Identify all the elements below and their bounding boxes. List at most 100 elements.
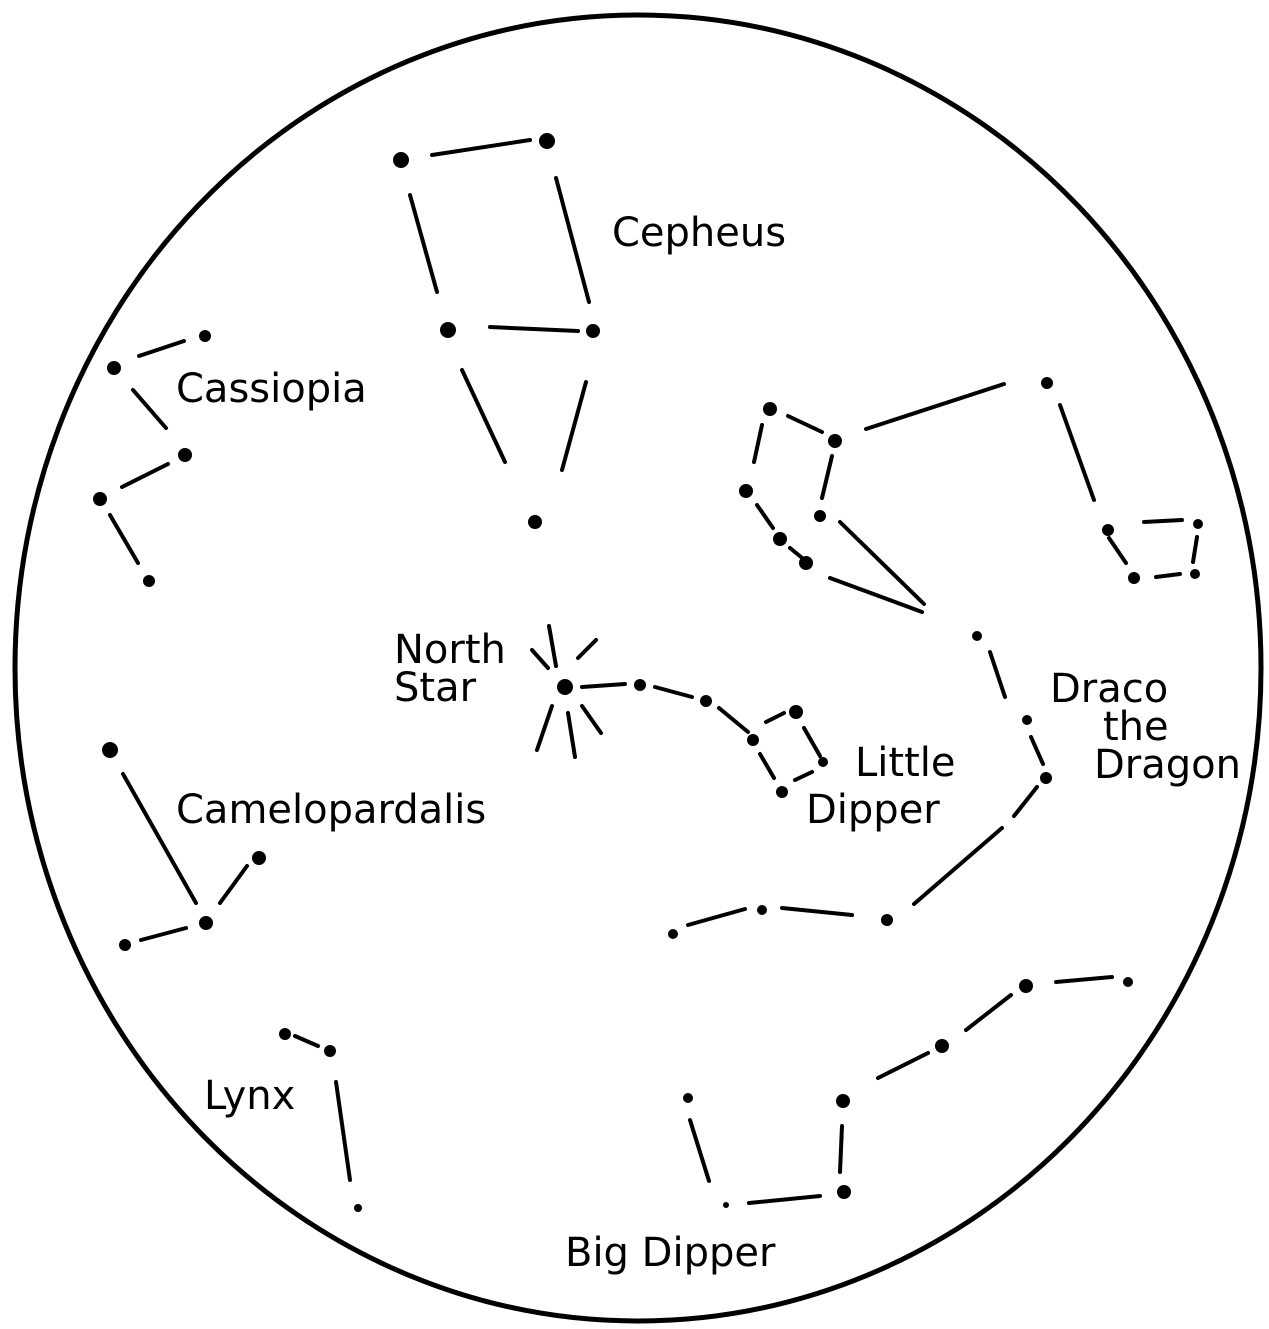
draco-star <box>1193 519 1203 529</box>
constellation-cepheus: Cepheus <box>393 133 786 529</box>
draco-star <box>1102 524 1114 536</box>
draco-label-line3: Dragon <box>1094 742 1241 788</box>
little-dipper-star <box>747 734 759 746</box>
draco-line <box>914 828 1002 904</box>
draco-line <box>1060 405 1094 500</box>
little-dipper-line <box>795 772 812 780</box>
draco-line <box>1156 574 1180 577</box>
draco-star <box>763 402 777 416</box>
north-star-ray <box>549 626 556 666</box>
cepheus-star <box>393 152 409 168</box>
lynx-star <box>279 1028 291 1040</box>
big-dipper-line <box>1056 977 1112 982</box>
draco-line <box>866 384 1004 429</box>
draco-star <box>1022 715 1032 725</box>
cepheus-line <box>562 382 586 470</box>
north-star-ray <box>578 640 596 658</box>
little-dipper-star <box>818 757 828 767</box>
big-dipper-line <box>749 1196 820 1203</box>
draco-star <box>668 929 678 939</box>
cepheus-line <box>556 178 589 302</box>
big-dipper-star <box>836 1094 850 1108</box>
north-star-ray <box>532 650 548 668</box>
constellation-lynx: Lynx <box>204 1028 362 1212</box>
cassiopia-star <box>178 448 192 462</box>
little-dipper-star <box>776 786 788 798</box>
north-star-dot <box>557 679 573 695</box>
cepheus-line <box>432 140 530 155</box>
draco-line <box>1109 538 1126 563</box>
lynx-star <box>354 1204 362 1212</box>
north-star-ray <box>568 713 575 757</box>
little-dipper-line <box>719 708 748 732</box>
cepheus-label: Cepheus <box>612 210 786 256</box>
draco-star <box>739 484 753 498</box>
cassiopia-star <box>143 575 155 587</box>
cassiopia-label: Cassiopia <box>176 366 367 412</box>
constellation-little-dipper: Little Dipper <box>582 679 956 833</box>
little-dipper-star <box>700 695 712 707</box>
draco-line <box>782 908 852 915</box>
lynx-star <box>324 1045 336 1057</box>
draco-line <box>822 456 832 498</box>
lynx-label: Lynx <box>204 1073 295 1119</box>
cepheus-star <box>539 133 555 149</box>
draco-line <box>990 652 1005 697</box>
camelopardalis-label: Camelopardalis <box>176 787 486 833</box>
big-dipper-star <box>1123 977 1133 987</box>
draco-line <box>1144 520 1182 522</box>
cassiopia-line <box>122 464 168 487</box>
constellation-draco: Draco the Dragon <box>668 377 1241 939</box>
draco-star <box>1190 569 1200 579</box>
camelopardalis-star <box>252 851 266 865</box>
draco-line <box>754 425 762 462</box>
draco-line <box>830 578 922 612</box>
cepheus-line <box>410 195 437 292</box>
draco-line <box>1193 537 1197 562</box>
draco-star <box>1041 377 1053 389</box>
draco-star <box>972 631 982 641</box>
big-dipper-star <box>837 1185 851 1199</box>
big-dipper-star <box>935 1039 949 1053</box>
draco-star <box>773 532 787 546</box>
cepheus-line <box>462 370 505 462</box>
constellation-big-dipper: Big Dipper <box>565 977 1133 1276</box>
big-dipper-star <box>1019 979 1033 993</box>
camelopardalis-star <box>199 916 213 930</box>
little-dipper-line <box>766 713 784 722</box>
cassiopia-star <box>199 330 211 342</box>
big-dipper-line <box>878 1053 928 1078</box>
draco-star <box>757 905 767 915</box>
big-dipper-star <box>683 1093 693 1103</box>
constellation-cassiopia: Cassiopia <box>93 330 367 587</box>
cassiopia-line <box>139 341 184 356</box>
big-dipper-line <box>690 1120 709 1181</box>
cassiopia-star <box>107 361 121 375</box>
draco-star <box>828 434 842 448</box>
big-dipper-star <box>723 1202 729 1208</box>
cepheus-line <box>490 327 578 331</box>
big-dipper-line <box>840 1126 842 1172</box>
draco-star <box>799 556 813 570</box>
cassiopia-star <box>93 492 107 506</box>
lynx-line <box>295 1036 318 1046</box>
constellation-camelopardalis: Camelopardalis <box>102 742 486 951</box>
big-dipper-label: Big Dipper <box>565 1230 776 1276</box>
cepheus-star <box>440 322 456 338</box>
north-star-ray <box>582 706 601 733</box>
camelopardalis-star <box>119 939 131 951</box>
cepheus-star <box>528 515 542 529</box>
little-dipper-star <box>634 679 646 691</box>
little-dipper-star <box>789 705 803 719</box>
draco-star <box>814 510 826 522</box>
little-dipper-label-line1: Little <box>855 740 956 786</box>
cepheus-star <box>586 324 600 338</box>
camelopardalis-line <box>220 866 247 903</box>
little-dipper-label-line2: Dipper <box>806 787 940 833</box>
little-dipper-line <box>655 687 692 697</box>
north-star: North Star <box>394 626 601 757</box>
camelopardalis-line <box>141 928 186 940</box>
draco-line <box>840 522 924 604</box>
draco-star <box>881 914 893 926</box>
